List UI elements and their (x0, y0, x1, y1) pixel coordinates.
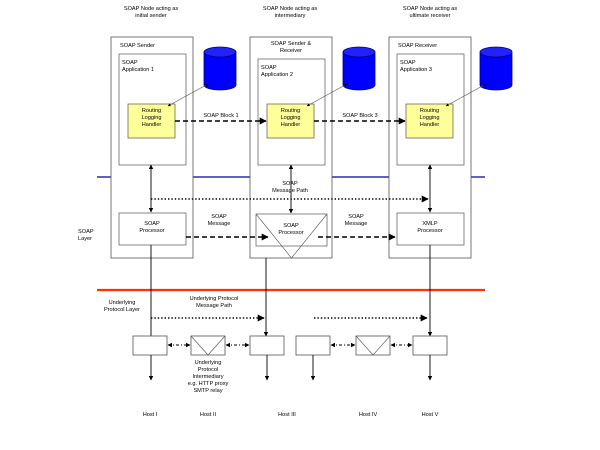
db-link-2 (306, 83, 348, 107)
soap-block-1-label: SOAP Block 1 (203, 113, 238, 119)
host-box-3 (249, 335, 285, 356)
host-label-2: Host II (200, 412, 217, 418)
db-link-3 (445, 83, 487, 107)
host-box-5 (355, 335, 391, 356)
database-icon (479, 46, 513, 91)
host-box-2 (190, 335, 226, 356)
soap-block-3-label: SOAP Block 3 (342, 113, 377, 119)
host-label-3: Host III (278, 412, 296, 418)
routing-handler (127, 103, 176, 139)
host-box-4 (295, 335, 331, 356)
routing-handler (266, 103, 315, 139)
node-role: SOAP Sender &Receiver (271, 41, 312, 54)
host-label-4: Host IV (359, 412, 378, 418)
db-link-1 (167, 83, 209, 107)
routing-handler (405, 103, 454, 139)
host-box-1 (132, 335, 168, 356)
processor-box (255, 213, 328, 247)
node-role: SOAP Sender (120, 43, 155, 49)
processor-box (118, 212, 187, 246)
node-role: SOAP Receiver (398, 43, 437, 49)
database-icon (203, 46, 237, 91)
database-icon (342, 46, 376, 91)
processor-triangle (255, 213, 328, 259)
host-label-1: Host I (143, 412, 158, 418)
processor-box (396, 212, 465, 246)
host-label-5: Host V (422, 412, 439, 418)
host-box-6 (412, 335, 448, 356)
